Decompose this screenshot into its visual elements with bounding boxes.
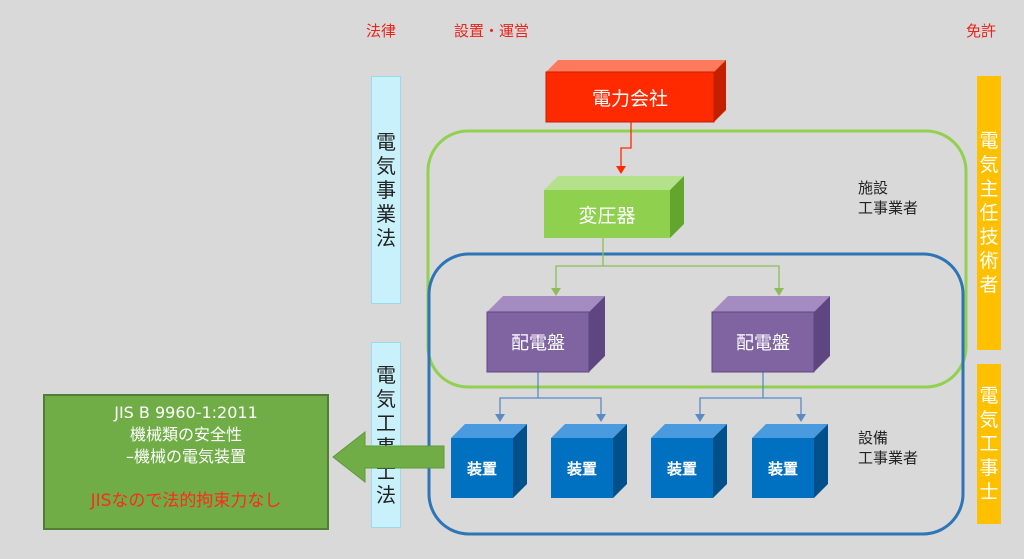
arrowhead bbox=[495, 414, 505, 422]
law-char: 法 bbox=[376, 483, 396, 507]
connector-power-transformer bbox=[620, 122, 632, 168]
equipment-label-line: 工事業者 bbox=[858, 449, 919, 467]
power-company-box: 電力会社 bbox=[545, 60, 726, 123]
law-denki-kouji-bar: 電 気 工 事 士 法 bbox=[371, 342, 401, 528]
law-char: 気 bbox=[376, 154, 396, 178]
license-char: 術 bbox=[979, 250, 999, 272]
arrowhead bbox=[796, 414, 806, 422]
panel-right-box: 配電盤 bbox=[711, 296, 830, 373]
license-char: 電 bbox=[979, 385, 999, 407]
device-label: 装置 bbox=[666, 459, 697, 478]
license-char: 電 bbox=[979, 130, 999, 152]
license-char: 工 bbox=[979, 433, 999, 455]
device-box-3: 装置 bbox=[651, 424, 727, 498]
law-char: 工 bbox=[376, 411, 396, 435]
facility-contractor-label: 施設 工事業者 bbox=[858, 178, 918, 218]
jis-title: 機械類の安全性 bbox=[129, 425, 242, 444]
law-char: 電 bbox=[376, 130, 396, 154]
license-chief-engineer-bar: 電 気 主 任 技 術 者 bbox=[977, 76, 1001, 350]
law-char: 電 bbox=[376, 363, 396, 387]
jis-standard-box: JIS B 9960-1:2011 機械類の安全性 –機械の電気装置 JISなの… bbox=[43, 394, 329, 530]
license-char: 気 bbox=[979, 409, 999, 431]
license-electrician-bar: 電 気 工 事 士 bbox=[977, 364, 1001, 524]
law-char: 業 bbox=[376, 202, 396, 226]
arrowhead bbox=[616, 166, 626, 174]
law-char: 法 bbox=[376, 226, 396, 250]
device-label: 装置 bbox=[466, 459, 497, 478]
jis-note: JISなので法的拘束力なし bbox=[90, 491, 282, 511]
arrowhead bbox=[596, 414, 606, 422]
panel-left-label: 配電盤 bbox=[511, 333, 565, 354]
jis-code: JIS B 9960-1:2011 bbox=[114, 403, 258, 422]
license-char: 主 bbox=[979, 178, 999, 200]
license-char: 技 bbox=[979, 226, 999, 248]
law-char: 気 bbox=[376, 387, 396, 411]
transformer-label: 変圧器 bbox=[578, 204, 636, 227]
equipment-frame bbox=[427, 252, 965, 536]
device-box-4: 装置 bbox=[752, 424, 828, 498]
header-license: 免許 bbox=[966, 22, 997, 40]
connector-panel-left-devices bbox=[499, 372, 602, 416]
device-label: 装置 bbox=[767, 459, 798, 478]
license-char: 士 bbox=[979, 481, 999, 503]
panel-right-label: 配電盤 bbox=[736, 333, 790, 354]
jis-arrow bbox=[332, 430, 445, 484]
header-install: 設置・運営 bbox=[454, 22, 530, 40]
license-char: 事 bbox=[979, 457, 999, 479]
device-box-1: 装置 bbox=[451, 424, 527, 498]
facility-label-line: 工事業者 bbox=[858, 199, 919, 217]
jis-subtitle: –機械の電気装置 bbox=[125, 447, 246, 466]
facility-frame bbox=[426, 129, 968, 389]
connector-transformer-panels bbox=[555, 238, 780, 290]
facility-label-line: 施設 bbox=[858, 179, 889, 197]
panel-left-box: 配電盤 bbox=[486, 296, 605, 373]
arrowhead bbox=[774, 288, 784, 296]
license-char: 者 bbox=[979, 274, 999, 296]
header-law: 法律 bbox=[366, 22, 397, 40]
device-box-2: 装置 bbox=[551, 424, 627, 498]
law-char: 事 bbox=[376, 178, 396, 202]
equipment-contractor-label: 設備 工事業者 bbox=[858, 428, 918, 468]
arrowhead bbox=[695, 414, 705, 422]
connector-panel-right-devices bbox=[699, 372, 802, 416]
equipment-label-line: 設備 bbox=[858, 429, 889, 447]
arrowhead bbox=[551, 288, 561, 296]
transformer-box: 変圧器 bbox=[544, 176, 684, 238]
device-label: 装置 bbox=[566, 459, 597, 478]
license-char: 気 bbox=[979, 154, 999, 176]
law-denki-jigyou-bar: 電 気 事 業 法 bbox=[371, 76, 401, 304]
power-company-label: 電力会社 bbox=[591, 87, 668, 110]
license-char: 任 bbox=[979, 202, 999, 224]
